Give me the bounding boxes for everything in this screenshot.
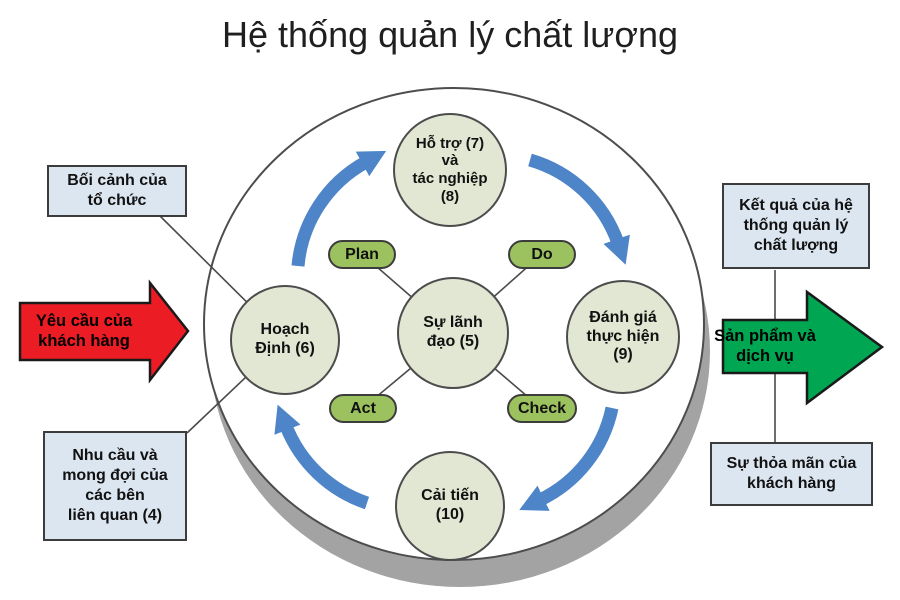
pdca-act-pill: Act (329, 394, 397, 423)
pdca-plan-pill: Plan (328, 240, 396, 269)
needs-expectations-box: Nhu cầu và mong đợi của các bên liên qua… (43, 431, 187, 541)
customer-requirements-arrow-icon (18, 279, 190, 384)
pdca-cycle-arrows (274, 150, 630, 511)
qms-results-box: Kết quả của hệ thống quản lý chất lượng (722, 183, 870, 269)
pdca-check-pill: Check (507, 394, 577, 423)
context-of-organization-box: Bối cảnh của tổ chức (47, 165, 187, 217)
products-services-arrow-icon (721, 289, 885, 406)
page-title: Hệ thống quản lý chất lượng (222, 14, 678, 55)
products-services-arrow-label: Sản phẩm và dịch vụ (714, 327, 816, 365)
node-improvement: Cải tiến (10) (395, 451, 505, 561)
customer-satisfaction-box: Sự thỏa mãn của khách hàng (710, 442, 873, 506)
cycle-arrow-plan-to-support-icon (291, 150, 387, 267)
cycle-arrow-support-to-evaluate-icon (528, 153, 630, 265)
cycle-arrow-evaluate-to-improve-icon (519, 406, 619, 511)
node-leadership: Sự lãnh đạo (5) (397, 277, 509, 389)
node-performance-evaluation: Đánh giá thực hiện (9) (566, 280, 680, 394)
pdca-do-pill: Do (508, 240, 576, 269)
node-support-operation: Hỗ trợ (7) và tác nghiệp (8) (393, 113, 507, 227)
node-planning: Hoạch Định (6) (230, 285, 340, 395)
cycle-arrow-improve-to-plan-icon (274, 404, 370, 510)
customer-requirements-arrow-label: Yêu cầu của khách hàng (35, 312, 133, 350)
